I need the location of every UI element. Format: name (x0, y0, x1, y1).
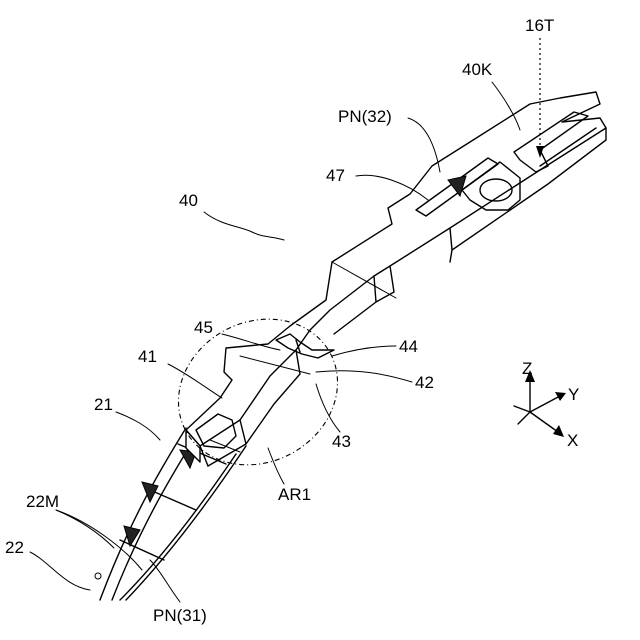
axes-gizmo (514, 370, 566, 437)
label-22m: 22M (26, 492, 59, 511)
label-40k: 40K (462, 60, 493, 79)
label-45: 45 (194, 318, 213, 337)
axis-back-stub-1 (514, 406, 530, 412)
label-43: 43 (332, 432, 351, 451)
label-41: 41 (138, 347, 157, 366)
axis-back-stub-2 (518, 412, 530, 424)
label-44: 44 (399, 337, 418, 356)
y-axis-arrow-icon (555, 392, 566, 401)
label-ar1: AR1 (278, 485, 311, 504)
label-42: 42 (415, 373, 434, 392)
axis-label-y: Y (568, 385, 579, 404)
axis-label-x: X (567, 431, 578, 450)
x-axis-line (530, 412, 558, 432)
label-pn32: PN(32) (338, 107, 392, 126)
label-40: 40 (179, 191, 198, 210)
leader-lines (30, 38, 544, 602)
label-22: 22 (5, 538, 24, 557)
label-47: 47 (326, 166, 345, 185)
y-axis-line (530, 396, 560, 412)
axis-label-z: Z (522, 359, 532, 378)
reference-labels: 16T 40K PN(32) 47 40 45 44 41 42 21 43 A… (5, 16, 579, 625)
lead-frame-rails (95, 428, 246, 600)
label-21: 21 (94, 395, 113, 414)
label-pn31: PN(31) (153, 606, 207, 625)
label-16t: 16T (525, 16, 554, 35)
x-axis-arrow-icon (553, 425, 564, 437)
